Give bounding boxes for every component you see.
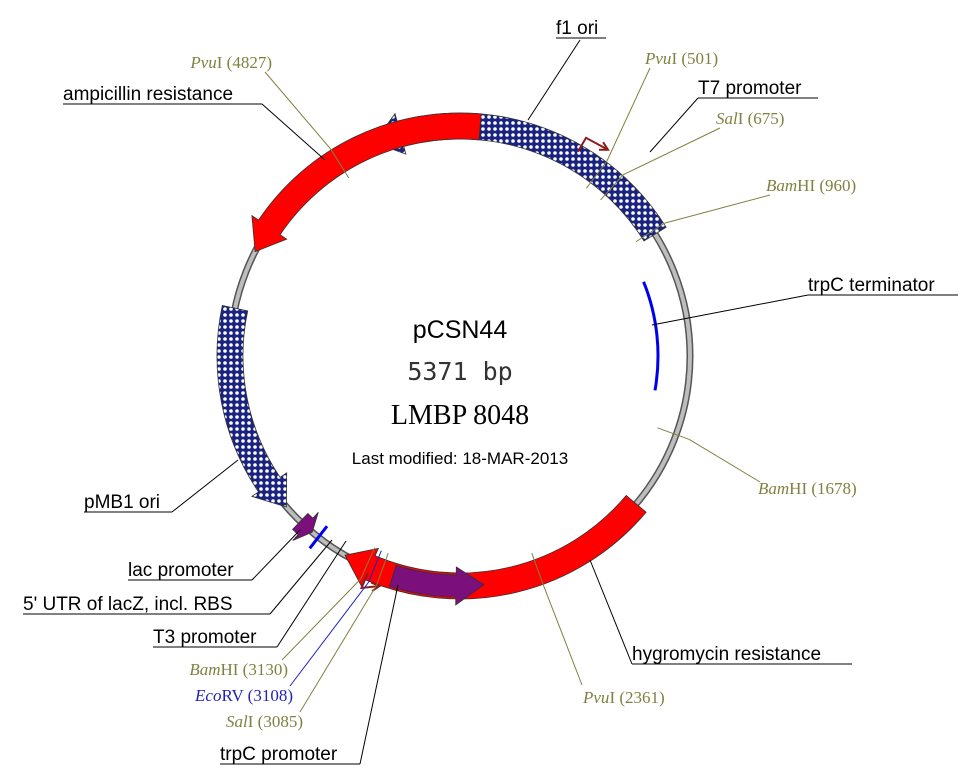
t7-promoter-arrow [577,136,610,153]
t7-promoter-label: T7 promoter [698,78,802,99]
pvui-2361-position: I (2361) [609,688,664,707]
utr-lacz-mark [308,525,329,550]
pvui-2361-label: PvuI (2361) [582,688,665,707]
pvui-501-label: PvuI (501) [644,49,718,68]
trpc-terminator-label: trpC terminator [808,275,935,296]
sali-675-enzyme: Sal [716,109,738,128]
pmb1-ori-arc [216,305,288,508]
bamhi-960-position: HI (960) [797,176,856,195]
sali-675-tick [600,174,624,201]
last-modified: Last modified: 18-MAR-2013 [352,449,568,468]
bamhi-960-leader [664,194,771,224]
f1-ori-leader [527,39,581,121]
bamhi-1678-leader [689,439,761,483]
trpc-promoter-arc [388,564,485,606]
pmb1-ori-leader [171,459,239,513]
pmb1-ori-label: pMB1 ori [84,492,160,513]
pvui-4827-tick [330,148,350,179]
plasmid-size: 5371 bp [407,357,512,386]
sali-3085-position: I (3085) [248,712,303,731]
bamhi-1678-enzyme: Bam [758,479,789,498]
sali-675-label: SalI (675) [716,109,784,128]
sali-3085-leader [299,585,377,713]
ecorv-3108-tick [368,550,382,583]
ampicillin-resistance-arc [251,112,482,253]
pvui-501-tick [585,160,608,189]
bamhi-960-label: BamHI (960) [766,176,856,195]
pvui-501-position: I (501) [671,49,718,68]
bamhi-1678-tick [657,427,690,440]
plasmid-name: pCSN44 [413,316,508,344]
bamhi-3130-position: HI (3130) [220,660,288,679]
lac-promoter-leader [251,529,301,581]
trpc-promoter-label: trpC promoter [220,744,338,765]
pvui-4827-position: I (4827) [217,53,272,72]
feature-labels: f1 ori ampicillin resistance hygromycin re… [23,18,958,765]
bamhi-1678-position: HI (1678) [789,479,857,498]
pvui-4827-enzyme: Pvu [189,53,216,72]
ecorv-3108-enzyme: Eco [194,686,221,705]
bamhi-3130-leader [281,578,362,661]
bamhi-960-tick [635,222,665,243]
bamhi-3130-tick [360,547,376,580]
t3-promoter-leader [276,540,347,648]
lac-promoter-arc [292,512,319,541]
sali-3085-tick [376,553,389,586]
trpc-terminator-arc [642,281,660,391]
restriction-sites-layer: PvuI (4827)PvuI (501)SalI (675)BamHI (96… [189,49,856,731]
bamhi-3130-label: BamHI (3130) [189,660,288,679]
sali-3085-label: SalI (3085) [226,712,303,731]
pvui-501-leader [606,67,651,162]
pvui-501-enzyme: Pvu [644,49,671,68]
utr-lacz-leader [269,539,333,615]
lac-promoter-label: lac promoter [128,560,234,581]
collection-id: LMBP 8048 [391,400,529,431]
f1-ori-label: f1 ori [556,18,598,39]
bamhi-3130-enzyme: Bam [189,660,220,679]
pvui-2361-tick [531,553,544,586]
sali-3085-enzyme: Sal [226,712,248,731]
utr-lacz-label: 5' UTR of lacZ, incl. RBS [23,594,233,615]
hygromycin-resistance-label: hygromycin resistance [632,644,821,665]
pvui-2361-enzyme: Pvu [582,688,609,707]
pvui-4827-label: PvuI (4827) [189,53,272,72]
hygromycin-resistance-leader [589,559,633,665]
pvui-2361-leader [542,585,583,686]
ecorv-3108-leader [289,581,369,687]
ampicillin-resistance-leader [261,103,326,161]
trpc-terminator-leader [651,294,809,326]
sali-675-leader [623,127,721,176]
pvui-4827-leader [264,71,332,150]
ecorv-3108-position: RV (3108) [221,686,293,705]
bamhi-1678-label: BamHI (1678) [758,479,857,498]
ecorv-3108-label: EcoRV (3108) [194,686,293,705]
t3-promoter-label: T3 promoter [153,627,257,648]
features-layer [216,112,667,606]
sali-675-position: I (675) [738,109,785,128]
ampicillin-resistance-label: ampicillin resistance [63,84,233,105]
t7-promoter-leader [649,97,699,153]
bamhi-960-enzyme: Bam [766,176,797,195]
trpc-promoter-leader [359,584,399,765]
